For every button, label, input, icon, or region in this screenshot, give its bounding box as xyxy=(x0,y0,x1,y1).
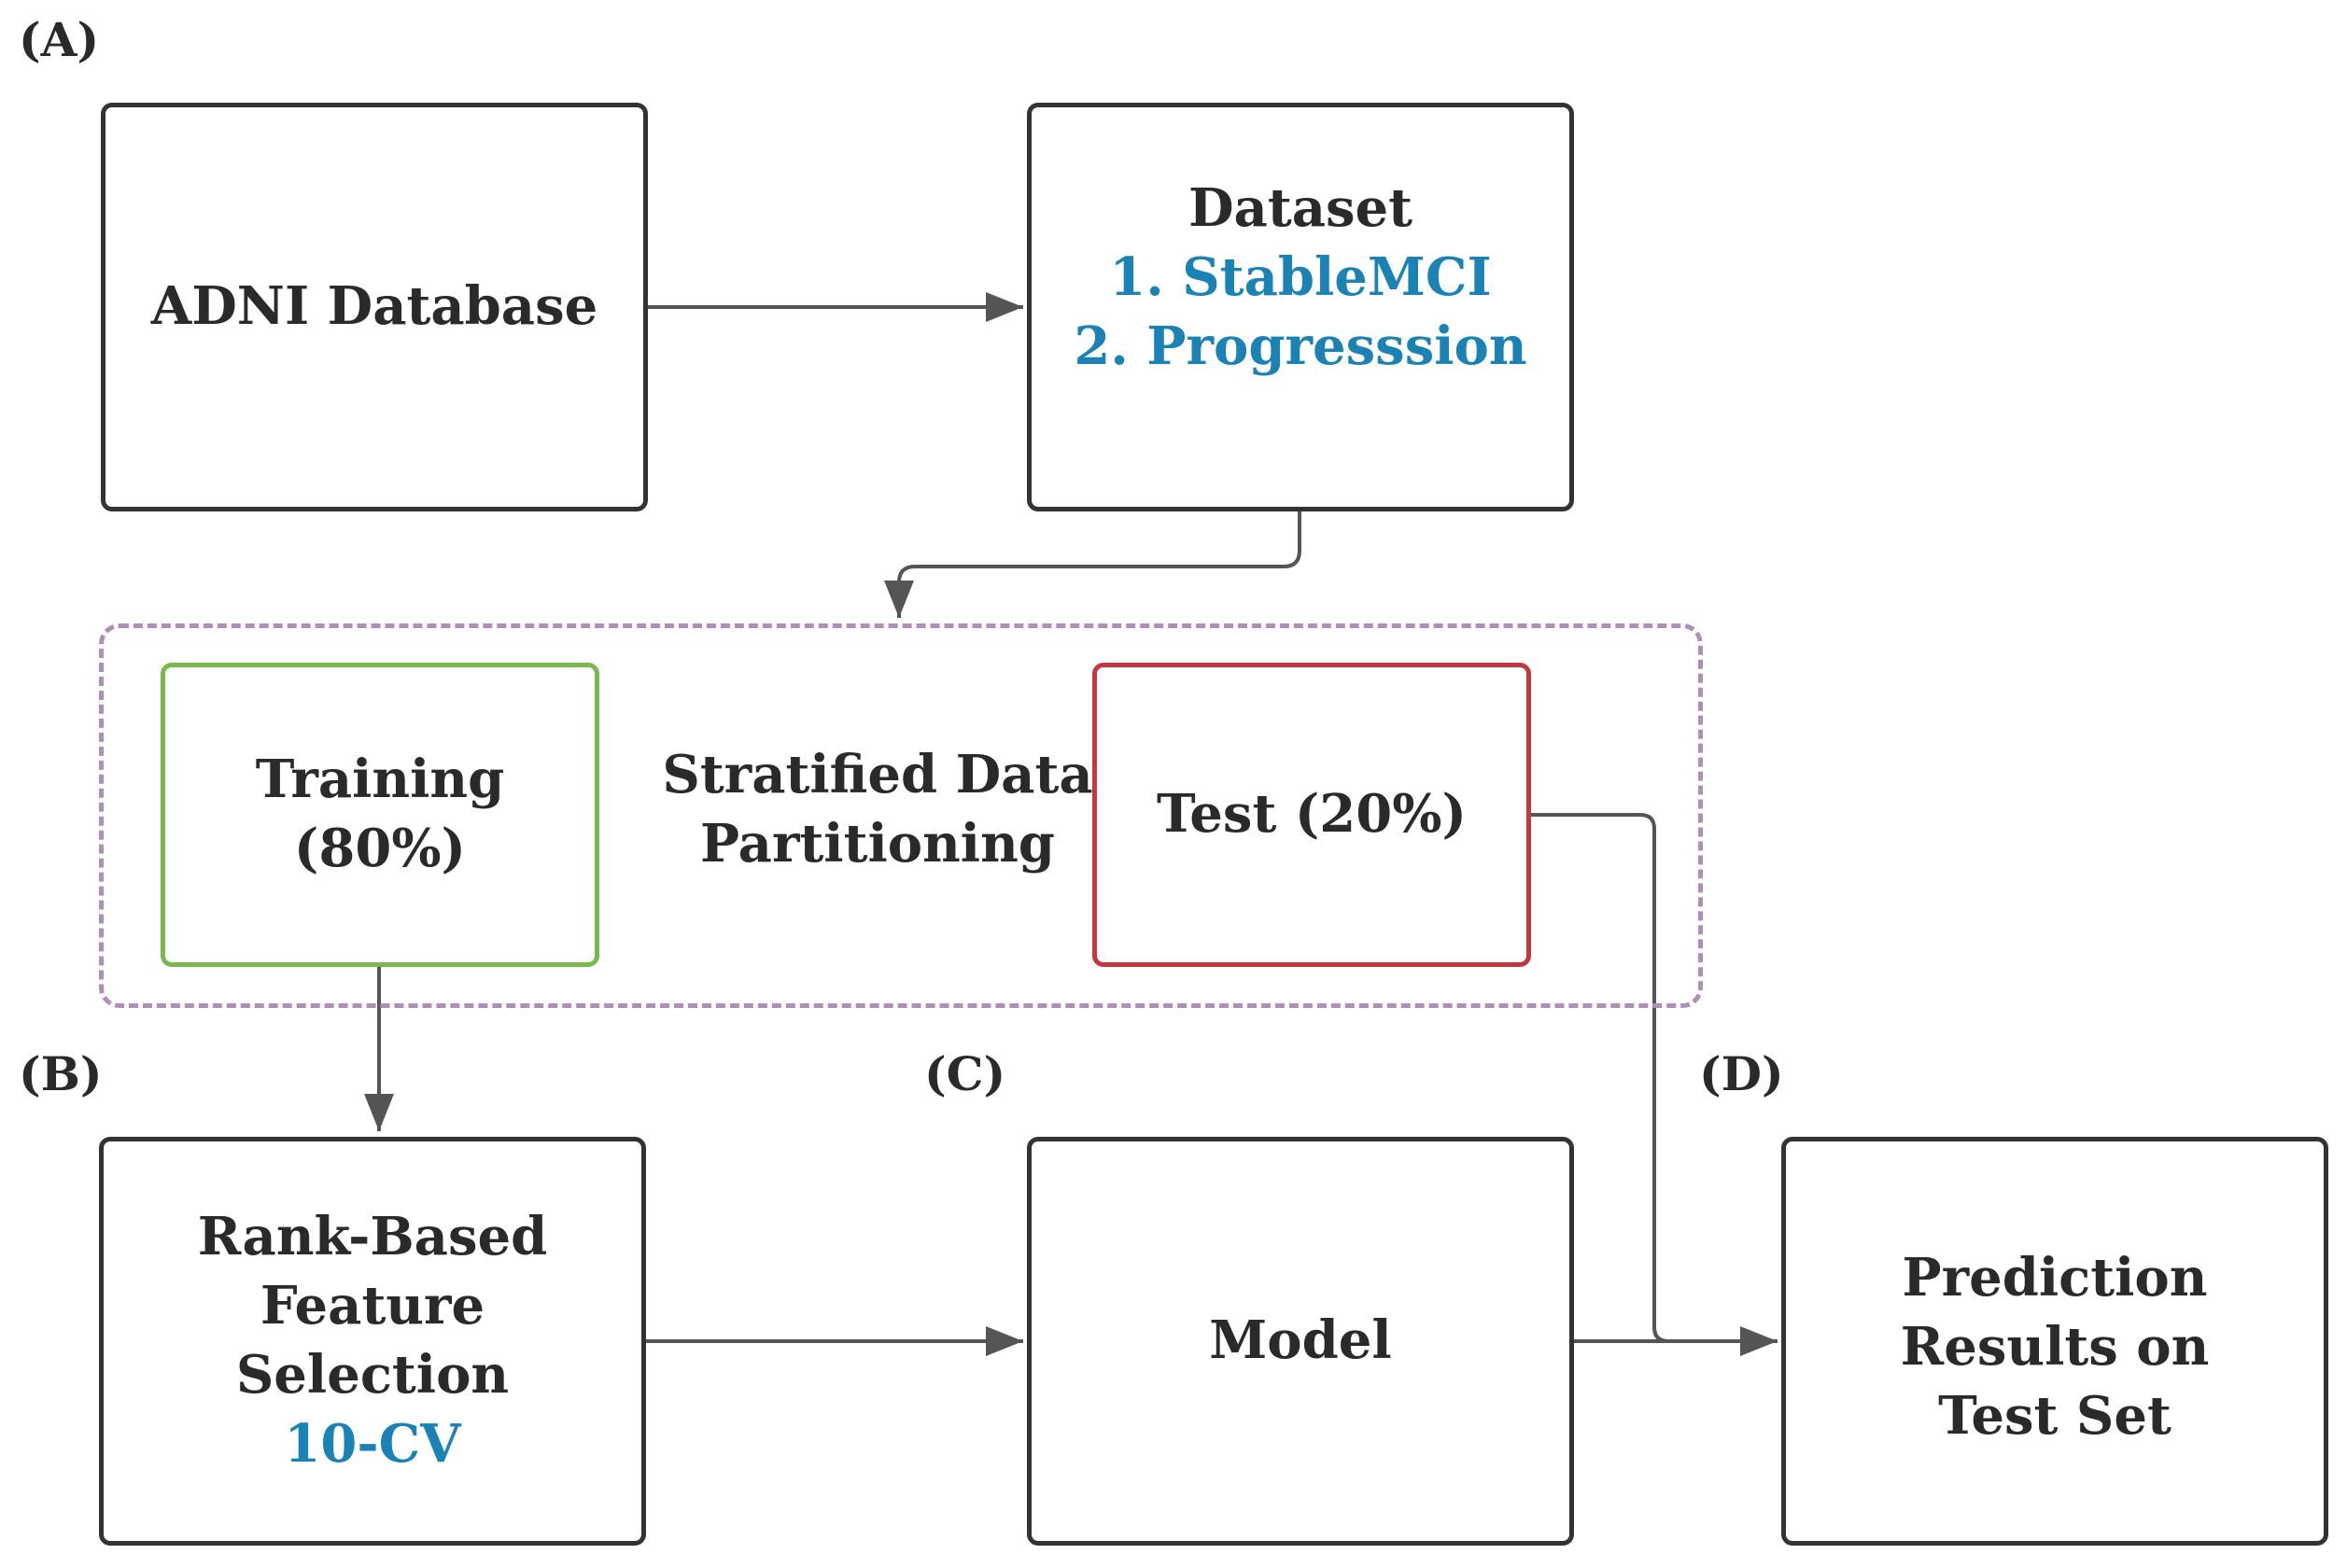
panel-label-c: (C) xyxy=(924,1046,1006,1101)
panel-label-a: (A) xyxy=(19,12,100,67)
feature-selection-title-line2: Selection xyxy=(235,1344,510,1406)
dataset-item-stable-mci: 1. StableMCI xyxy=(1109,245,1492,308)
data-partition-region xyxy=(99,623,1703,1008)
arrow-dataset-to-partition xyxy=(884,511,1301,618)
adni-database-title: ADNI Database xyxy=(150,275,598,338)
arrow-test-to-prediction xyxy=(1531,813,1708,1343)
stratified-partition-label-line1: Stratified Data xyxy=(662,744,1093,805)
training-title: Training (80%) xyxy=(255,749,505,879)
test-box: Test (20%) xyxy=(1092,663,1531,967)
dataset-box: Dataset 1. StableMCI 2. Progresssion xyxy=(1027,103,1574,511)
dataset-item-progression: 2. Progresssion xyxy=(1074,315,1527,377)
prediction-results-box: Prediction Results on Test Set xyxy=(1781,1137,2328,1546)
stratified-partition-label: Stratified Data Partitioning xyxy=(654,741,1102,879)
dataset-title: Dataset xyxy=(1188,177,1413,239)
training-box: Training (80%) xyxy=(161,663,599,967)
panel-label-d: (D) xyxy=(1699,1046,1784,1101)
prediction-results-title-line1: Prediction Results on xyxy=(1900,1247,2210,1378)
stratified-partition-label-line2: Partitioning xyxy=(700,812,1055,875)
test-title: Test (20%) xyxy=(1157,783,1467,846)
model-box: Model xyxy=(1027,1137,1574,1546)
model-title: Model xyxy=(1209,1309,1392,1372)
feature-selection-title-line1: Rank-Based Feature xyxy=(197,1206,548,1337)
adni-database-box: ADNI Database xyxy=(101,103,648,511)
prediction-results-title-line2: Test Set xyxy=(1938,1384,2171,1447)
feature-selection-subtitle: 10-CV xyxy=(284,1412,461,1475)
panel-label-b: (B) xyxy=(19,1046,103,1101)
feature-selection-box: Rank-Based Feature Selection 10-CV xyxy=(99,1137,646,1546)
